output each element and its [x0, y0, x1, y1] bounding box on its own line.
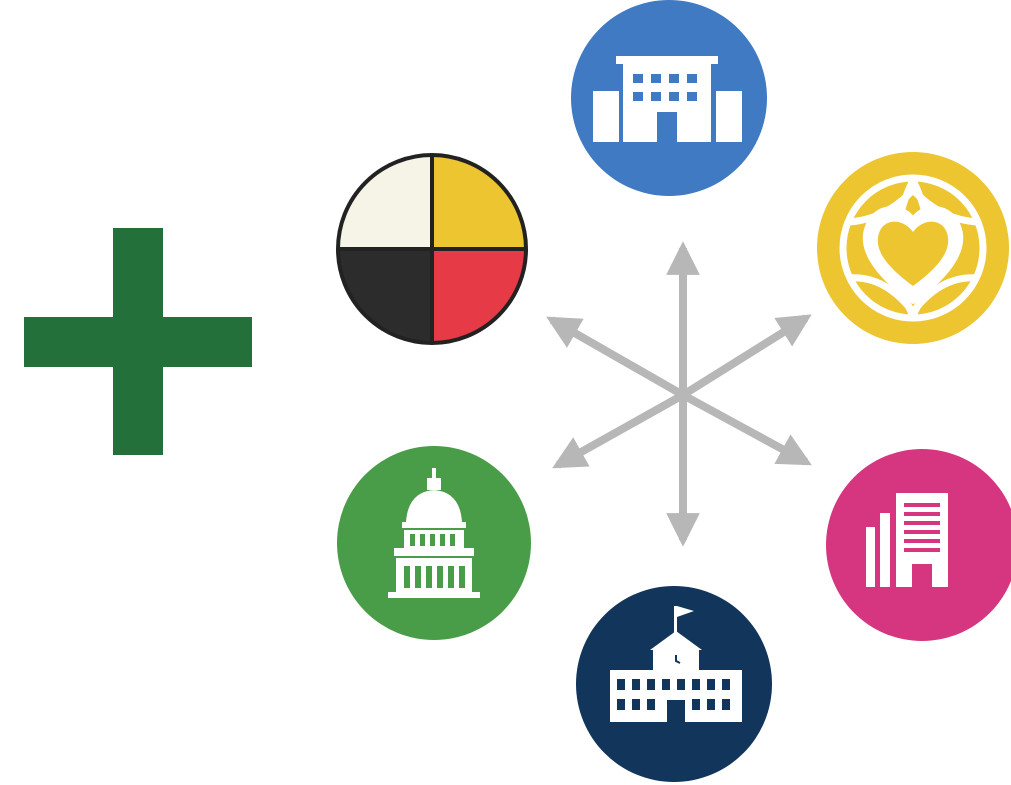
capitol-upper-column-gap	[410, 534, 415, 546]
hospital-window	[651, 92, 661, 101]
hospital-window	[633, 92, 643, 101]
school-window	[647, 699, 655, 710]
capitol-upper-column-gap	[440, 534, 445, 546]
school-window	[722, 699, 730, 710]
school-door	[667, 700, 685, 722]
globe-heart-icon	[839, 174, 987, 322]
plus-sign-icon	[24, 228, 252, 455]
global-health-node	[817, 152, 1009, 344]
arrow-upper-left	[546, 316, 685, 399]
school-window	[632, 679, 640, 690]
capitol-upper-column-gap	[420, 534, 425, 546]
tower-window-stripe	[904, 503, 940, 507]
arrow-lower-left	[552, 391, 685, 469]
school-window	[677, 679, 685, 690]
capitol-lower-column-gap	[448, 566, 454, 588]
arrow-upper-right	[680, 314, 812, 399]
tower-window-stripe	[904, 530, 940, 534]
capitol-lower-column-gap	[415, 566, 421, 588]
capitol-lower-column-gap	[404, 566, 410, 588]
schoolhouse-clock-flag-icon	[610, 606, 742, 722]
hospital-window	[651, 74, 661, 83]
tower-window-stripe	[904, 512, 940, 516]
hospital-window	[687, 92, 697, 101]
school-window	[707, 679, 715, 690]
school-window	[692, 679, 700, 690]
tower-window-stripe	[904, 548, 940, 552]
capitol-lower-column-gap	[459, 566, 465, 588]
school-node	[576, 586, 772, 782]
school-window	[647, 679, 655, 690]
tower-window-stripe	[904, 539, 940, 543]
office-tower-icon	[866, 493, 948, 587]
hospital-window	[633, 74, 643, 83]
corporate-node	[826, 449, 1011, 641]
medicine-wheel-icon	[336, 153, 528, 345]
capitol-lower-column-gap	[426, 566, 432, 588]
tower-window-stripe	[904, 521, 940, 525]
school-window	[707, 699, 715, 710]
school-window	[617, 699, 625, 710]
hospital-window	[669, 74, 679, 83]
six-way-arrows-icon	[546, 241, 812, 547]
school-window	[617, 679, 625, 690]
hospital-door	[657, 112, 677, 142]
school-window	[632, 699, 640, 710]
capitol-upper-column-gap	[450, 534, 455, 546]
capitol-dome-icon	[388, 468, 480, 598]
medicine-wheel-node	[336, 153, 528, 345]
hospital-node	[571, 0, 767, 196]
hospital-building-icon	[593, 56, 742, 142]
hospital-window	[669, 92, 679, 101]
school-window	[692, 699, 700, 710]
capitol-upper-column-gap	[430, 534, 435, 546]
capitol-lower-column-gap	[437, 566, 443, 588]
hospital-window	[687, 74, 697, 83]
arrow-lower-right	[681, 391, 812, 466]
government-node	[337, 446, 531, 640]
school-window	[722, 679, 730, 690]
school-window	[662, 679, 670, 690]
